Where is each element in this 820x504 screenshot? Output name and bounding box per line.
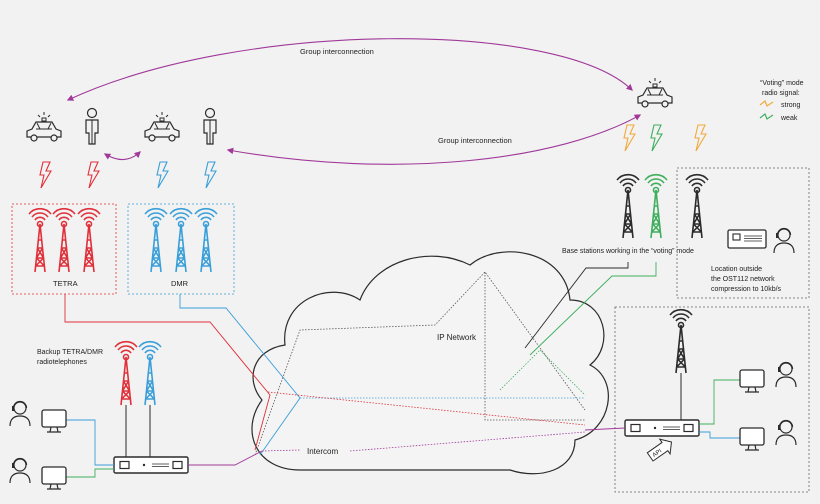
radio-tower-icon: [77, 191, 101, 273]
remote-location-box: [676, 167, 810, 299]
monitor-icon: [41, 409, 67, 433]
dark-connection-line: [524, 262, 629, 349]
headset-operator-icon: [9, 400, 31, 427]
dmr-connection-line: [179, 294, 301, 456]
group-interconnection-label-mid: Group interconnection: [438, 136, 512, 145]
headset-operator-icon: [9, 457, 31, 484]
dispatch-device-icon: [624, 419, 700, 437]
location-label-line1: Location outside: [711, 266, 762, 273]
lightning-icon: [156, 161, 169, 189]
tetra-connection-line: [64, 294, 271, 451]
gray-dotted-line: [254, 271, 586, 456]
car-person-link-arc: [103, 151, 141, 161]
ip-network-label: IP Network: [437, 333, 477, 342]
voting-legend: “Voting” mode radio signal: strong weak: [759, 80, 804, 122]
intercom-connection-line: [188, 450, 263, 466]
police-car-icon: [637, 77, 673, 108]
red-dotted-line: [267, 391, 586, 426]
dmr-label: DMR: [171, 279, 189, 288]
lightning-icon: [650, 124, 663, 152]
intercom-label: Intercom: [307, 447, 338, 456]
radio-device-icon: [727, 229, 767, 249]
green-connection-line: [529, 262, 657, 356]
api-label: API: [652, 448, 664, 459]
location-label-line3: compression to 10kb/s: [711, 286, 782, 293]
radio-tower-icon: [52, 191, 76, 273]
legend-strong-label: strong: [781, 102, 801, 109]
lightning-icon: [87, 161, 100, 189]
location-label-line2: the OST112 network: [711, 276, 775, 283]
voting-legend-title: “Voting” mode: [760, 80, 804, 87]
base-stations-label: Base stations working in the “voting” mo…: [562, 248, 694, 255]
dmr-group-box: [127, 203, 235, 295]
cloud-icon: [251, 251, 609, 475]
lightning-icon: [623, 124, 636, 152]
backup-label-line2: radiotelephones: [37, 359, 87, 366]
lightning-icon: [204, 161, 217, 189]
headset-operator-icon: [773, 227, 795, 254]
blue-operator-line: [66, 419, 114, 466]
monitor-icon: [41, 466, 67, 490]
radio-tower-icon: [194, 191, 218, 273]
headset-operator-icon: [775, 361, 797, 388]
radio-tower-icon: [144, 191, 168, 273]
group-interconnection-arc-mid: [226, 114, 642, 165]
blue-monitor-line: [699, 431, 740, 439]
lightning-icon: [694, 124, 707, 152]
tetra-label: TETRA: [53, 279, 78, 288]
group-interconnection-label-top: Group interconnection: [300, 47, 374, 56]
green-operator-line: [66, 468, 114, 478]
radio-tower-icon: [114, 324, 138, 406]
person-icon: [85, 107, 99, 145]
green-monitor-line: [699, 379, 740, 425]
radio-tower-icon: [685, 157, 709, 239]
police-car-icon: [26, 111, 62, 142]
api-arrow: API: [646, 438, 673, 462]
monitor-icon: [739, 427, 765, 451]
radio-tower-icon: [28, 191, 52, 273]
headset-operator-icon: [775, 419, 797, 446]
radio-tower-icon: [616, 157, 640, 239]
legend-weak-label: weak: [780, 115, 798, 122]
lightning-icon: [39, 161, 52, 189]
intercom-dotted-line: [261, 431, 586, 452]
person-icon: [203, 107, 217, 145]
group-interconnection-arc-top: [66, 38, 633, 101]
dispatch-center-box: [614, 306, 810, 493]
radio-tower-icon: [669, 292, 693, 374]
police-car-icon: [144, 111, 180, 142]
dispatch-device-icon: [113, 456, 189, 474]
radio-tower-icon: [644, 157, 668, 239]
purple-connection-line: [584, 427, 626, 431]
radio-tower-icon: [138, 324, 162, 406]
tetra-group-box: [11, 203, 117, 295]
voting-legend-title: radio signal:: [762, 90, 800, 97]
monitor-icon: [739, 369, 765, 393]
green-dotted-line: [499, 349, 586, 396]
backup-label-line1: Backup TETRA/DMR: [37, 349, 103, 356]
radio-tower-icon: [169, 191, 193, 273]
